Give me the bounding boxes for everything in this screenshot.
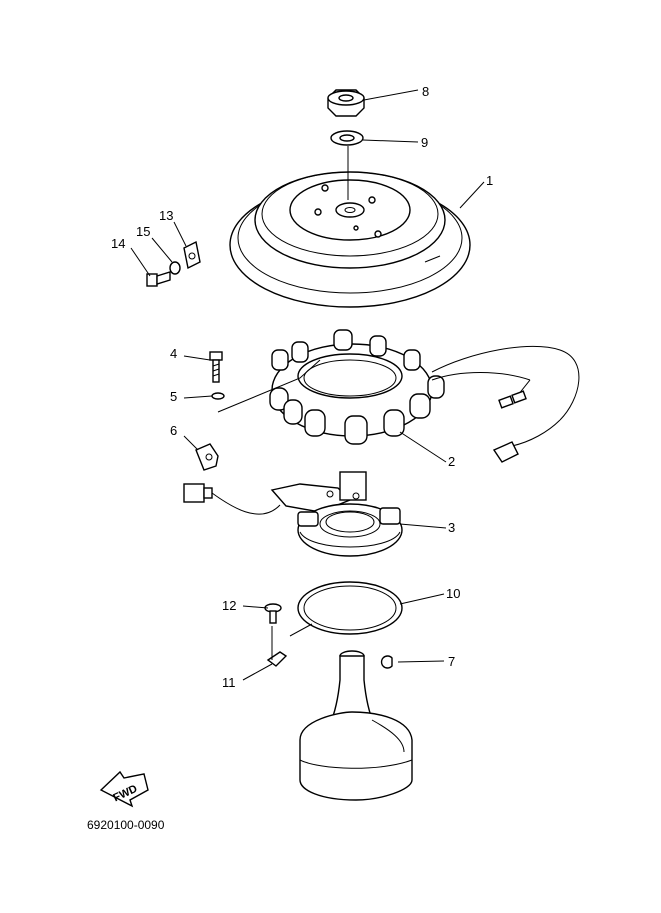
drawing-code: 6920100-0090 <box>87 818 165 832</box>
part-12-screw <box>264 603 282 624</box>
leader-lines <box>130 89 485 681</box>
callout-3: 3 <box>448 520 455 535</box>
part-4-screw <box>209 351 223 383</box>
callout-13: 13 <box>159 208 173 223</box>
part-8-nut <box>327 89 365 117</box>
fwd-arrow: FWD <box>99 770 149 808</box>
part-10-ring <box>297 581 403 635</box>
callout-7: 7 <box>448 654 455 669</box>
crankshaft-base <box>299 650 413 801</box>
callout-6: 6 <box>170 423 177 438</box>
callout-1: 1 <box>486 173 493 188</box>
part-9-washer <box>330 130 364 146</box>
callout-15: 15 <box>136 224 150 239</box>
part-15-washer <box>169 261 181 275</box>
part-1-flywheel <box>229 171 471 308</box>
callout-8: 8 <box>422 84 429 99</box>
part-2-stator <box>269 329 580 463</box>
part-7-key <box>380 655 393 669</box>
callout-labels: 8 9 1 13 15 14 4 5 6 2 3 10 12 7 11 <box>111 84 493 690</box>
part-3-pulser-coil <box>183 471 403 557</box>
callout-5: 5 <box>170 389 177 404</box>
part-6-clamp <box>195 443 219 471</box>
callout-11: 11 <box>222 675 236 690</box>
callout-14: 14 <box>111 236 125 251</box>
callout-4: 4 <box>170 346 177 361</box>
part-11-clip <box>266 626 288 667</box>
callout-9: 9 <box>421 135 428 150</box>
callout-10: 10 <box>446 586 460 601</box>
part-5-washer <box>211 392 225 400</box>
part-14-bolt <box>146 271 171 287</box>
callout-2: 2 <box>448 454 455 469</box>
callout-12: 12 <box>222 598 236 613</box>
part-13-bracket <box>183 240 201 270</box>
